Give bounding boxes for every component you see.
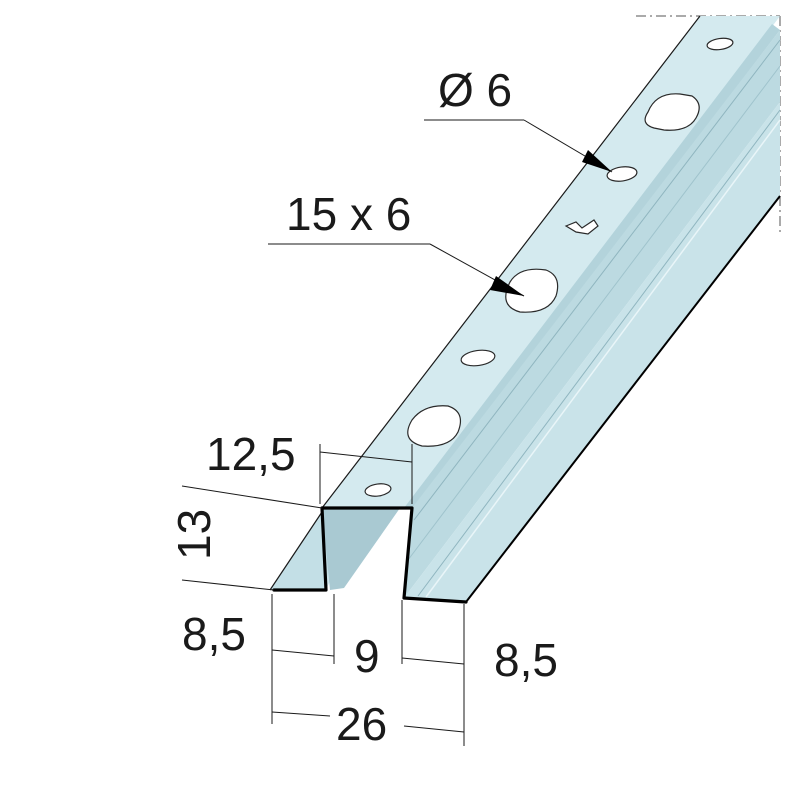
label-height: 13 — [168, 509, 220, 560]
right-flange-face — [404, 102, 780, 602]
label-top-width: 12,5 — [206, 428, 296, 480]
groove-line — [417, 109, 781, 597]
label-slot-hole: 15 x 6 — [286, 188, 411, 240]
dim-line-top-width — [319, 451, 413, 463]
arrow-round-hole — [582, 150, 612, 172]
label-round-hole: Ø 6 — [438, 64, 512, 116]
ridge-line — [413, 39, 781, 521]
cross-section-outline — [272, 506, 468, 604]
top-left-edge — [321, 15, 701, 509]
slot-hole — [407, 405, 461, 447]
dim-line-overall — [403, 725, 465, 733]
right-wall — [404, 30, 780, 598]
inner-wall — [322, 508, 400, 590]
bottom-right-edge — [465, 195, 781, 603]
dim-line-right-flange — [401, 657, 465, 665]
arrow-slot-hole — [490, 276, 524, 296]
u-channel-profile — [269, 15, 781, 604]
label-gap: 9 — [354, 630, 380, 682]
dim-line-left-flange — [271, 649, 335, 657]
slot-hole — [505, 268, 559, 313]
round-hole — [606, 166, 638, 182]
small-notch — [564, 219, 599, 235]
left-flange-edge — [269, 511, 323, 591]
dimension-labels: Ø 6 15 x 6 12,5 13 8,5 9 8,5 26 — [168, 64, 558, 750]
label-overall-width: 26 — [336, 698, 387, 750]
left-flange-strip — [270, 512, 336, 590]
dimension-lines — [181, 119, 613, 746]
wall-line — [407, 65, 781, 561]
label-left-flange: 8,5 — [182, 608, 246, 660]
slot-hole — [644, 93, 700, 131]
round-hole — [364, 483, 392, 497]
groove-highlight — [425, 119, 781, 598]
top-face — [322, 16, 780, 508]
dim-line-overall — [271, 711, 331, 717]
top-ridge — [404, 24, 780, 508]
ext-line — [181, 485, 323, 509]
round-hole — [460, 349, 496, 367]
label-right-flange: 8,5 — [494, 634, 558, 686]
ext-line — [181, 579, 275, 591]
round-hole — [706, 37, 734, 51]
